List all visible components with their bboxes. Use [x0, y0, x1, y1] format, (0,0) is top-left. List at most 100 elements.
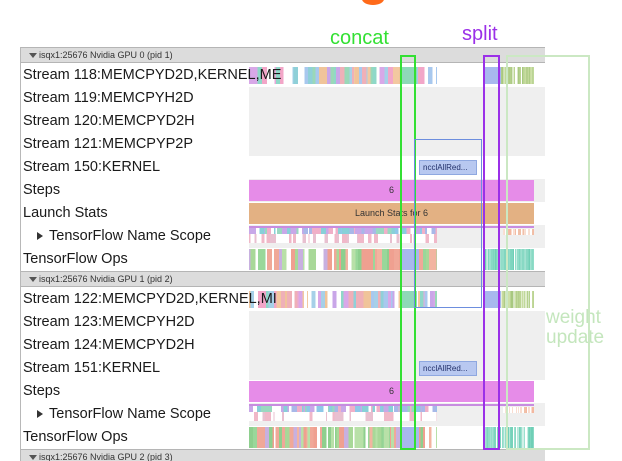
- timeline-stripe-block: [249, 67, 437, 84]
- timeline-track[interactable]: 6: [249, 179, 545, 202]
- row-label-background: [21, 380, 249, 403]
- chevron-down-icon[interactable]: [29, 277, 37, 282]
- timeline-row[interactable]: 6 Steps: [21, 179, 545, 202]
- timeline-row[interactable]: Stream 122:MEMCPYD2D,KERNEL,MI: [21, 288, 545, 311]
- group-header-label: isqx1:25676 Nvidia GPU 2 (pid 3): [39, 452, 173, 461]
- timeline-stripe-block: [484, 249, 534, 270]
- row-label-background: [21, 156, 249, 179]
- timeline-block: [401, 291, 417, 308]
- row-label[interactable]: TensorFlow Ops: [23, 251, 128, 267]
- steps-bar[interactable]: 6: [249, 180, 534, 201]
- row-label[interactable]: Stream 151:KERNEL: [23, 360, 161, 376]
- namescope-stripe-block-lower: [249, 412, 437, 421]
- timeline-block: [401, 67, 417, 84]
- row-label[interactable]: Stream 121:MEMCPYP2P: [23, 136, 194, 152]
- row-label-background: [21, 357, 249, 380]
- group-header-gpu-1[interactable]: isqx1:25676 Nvidia GPU 1 (pid 2): [21, 271, 545, 287]
- timeline-row[interactable]: Stream 124:MEMCPYD2H: [21, 334, 545, 357]
- timeline-row[interactable]: Stream 119:MEMCPYH2D: [21, 87, 545, 110]
- expand-caret-icon[interactable]: [37, 232, 43, 241]
- timeline-track[interactable]: [249, 110, 545, 133]
- row-label[interactable]: TensorFlow Name Scope: [37, 225, 211, 248]
- timeline-row[interactable]: TensorFlow Name Scope: [21, 225, 545, 248]
- timeline-track[interactable]: 6: [249, 380, 545, 403]
- row-label-background: [21, 426, 249, 449]
- row-label-background: [21, 288, 249, 311]
- nccl-allreduce-bar[interactable]: ncclAllRed...: [419, 160, 477, 175]
- namescope-stripe-right: [503, 407, 534, 413]
- timeline-track[interactable]: [249, 248, 545, 271]
- row-label[interactable]: TensorFlow Name Scope: [37, 403, 211, 426]
- row-label[interactable]: Stream 150:KERNEL: [23, 159, 161, 175]
- timeline-track[interactable]: ncclAllRed...: [249, 156, 545, 179]
- group-header-label: isqx1:25676 Nvidia GPU 1 (pid 2): [39, 274, 173, 284]
- row-label[interactable]: Stream 123:MEMCPYH2D: [23, 314, 195, 330]
- timeline-track[interactable]: [249, 334, 545, 357]
- row-label-text: TensorFlow Name Scope: [49, 406, 211, 422]
- namescope-stripe-block: [249, 404, 437, 412]
- timeline-track[interactable]: [249, 64, 545, 87]
- row-label-background: [21, 133, 249, 156]
- row-label[interactable]: Stream 118:MEMCPYD2D,KERNEL,ME: [23, 67, 282, 83]
- timeline-track[interactable]: [249, 225, 545, 248]
- row-label[interactable]: Launch Stats: [23, 205, 108, 221]
- row-label[interactable]: TensorFlow Ops: [23, 429, 128, 445]
- group-header-gpu-2[interactable]: isqx1:25676 Nvidia GPU 2 (pid 3): [21, 449, 545, 461]
- steps-bar[interactable]: 6: [249, 381, 534, 402]
- row-label[interactable]: Stream 119:MEMCPYH2D: [23, 90, 194, 106]
- row-label-background: [21, 202, 249, 225]
- timeline-row[interactable]: Launch Stats for 6 Launch Stats: [21, 202, 545, 225]
- row-label[interactable]: Steps: [23, 182, 61, 198]
- timeline-block: [249, 228, 534, 245]
- expand-caret-icon[interactable]: [37, 410, 43, 419]
- annotation-label-weight-update: weight update: [546, 307, 605, 348]
- annotation-label-concat: concat: [330, 27, 389, 49]
- row-label-background: [21, 248, 249, 271]
- timeline-stripe-block: [249, 291, 437, 308]
- row-label[interactable]: Stream 122:MEMCPYD2D,KERNEL,MI: [23, 291, 277, 307]
- row-label[interactable]: Stream 124:MEMCPYD2H: [23, 337, 195, 353]
- timeline-track[interactable]: [249, 288, 545, 311]
- timeline-stripe-block: [249, 427, 437, 448]
- timeline-track[interactable]: [249, 403, 545, 426]
- orange-marker-icon: [362, 0, 384, 5]
- namescope-stripe-block-lower: [249, 234, 437, 243]
- timeline-track[interactable]: [249, 87, 545, 110]
- launch-stats-bar[interactable]: Launch Stats for 6: [249, 203, 534, 224]
- timeline-row[interactable]: Stream 120:MEMCPYD2H: [21, 110, 545, 133]
- timeline-track[interactable]: [249, 426, 545, 449]
- timeline-block: [401, 427, 419, 448]
- group-header-label: isqx1:25676 Nvidia GPU 0 (pid 1): [39, 50, 173, 60]
- timeline-stripe-block: [249, 249, 437, 270]
- timeline-row[interactable]: TensorFlow Ops: [21, 426, 545, 449]
- timeline-row[interactable]: ncclAllRed... Stream 151:KERNEL: [21, 357, 545, 380]
- timeline-row[interactable]: Stream 118:MEMCPYD2D,KERNEL,ME: [21, 64, 545, 87]
- row-label[interactable]: Stream 120:MEMCPYD2H: [23, 113, 195, 129]
- timeline-track[interactable]: Launch Stats for 6: [249, 202, 545, 225]
- timeline-row[interactable]: ncclAllRed... Stream 150:KERNEL: [21, 156, 545, 179]
- timeline-row[interactable]: TensorFlow Name Scope: [21, 403, 545, 426]
- timeline-track[interactable]: [249, 311, 545, 334]
- chevron-down-icon[interactable]: [29, 455, 37, 460]
- namescope-purple-line: [249, 226, 534, 228]
- timeline-track[interactable]: [249, 133, 545, 156]
- annotation-label-split: split: [462, 23, 498, 45]
- row-label[interactable]: Steps: [23, 383, 61, 399]
- namescope-stripe-block: [249, 226, 437, 234]
- timeline-panel[interactable]: isqx1:25676 Nvidia GPU 0 (pid 1) Stream 1…: [20, 47, 545, 461]
- timeline-row[interactable]: 6 Steps: [21, 380, 545, 403]
- chevron-down-icon[interactable]: [29, 53, 37, 58]
- steps-bar-label: 6: [388, 386, 394, 396]
- timeline-track[interactable]: ncclAllRed...: [249, 357, 545, 380]
- row-label-background: [21, 225, 249, 248]
- timeline-row[interactable]: TensorFlow Ops: [21, 248, 545, 271]
- row-label-background: [21, 334, 249, 357]
- timeline-row[interactable]: Stream 121:MEMCPYP2P: [21, 133, 545, 156]
- nccl-allreduce-bar[interactable]: ncclAllRed...: [419, 361, 477, 376]
- row-label-background: [21, 311, 249, 334]
- timeline-block: [249, 406, 534, 423]
- timeline-stripe-block: [484, 427, 534, 448]
- row-label-background: [21, 403, 249, 426]
- timeline-row[interactable]: Stream 123:MEMCPYH2D: [21, 311, 545, 334]
- group-header-gpu-0[interactable]: isqx1:25676 Nvidia GPU 0 (pid 1): [21, 47, 545, 63]
